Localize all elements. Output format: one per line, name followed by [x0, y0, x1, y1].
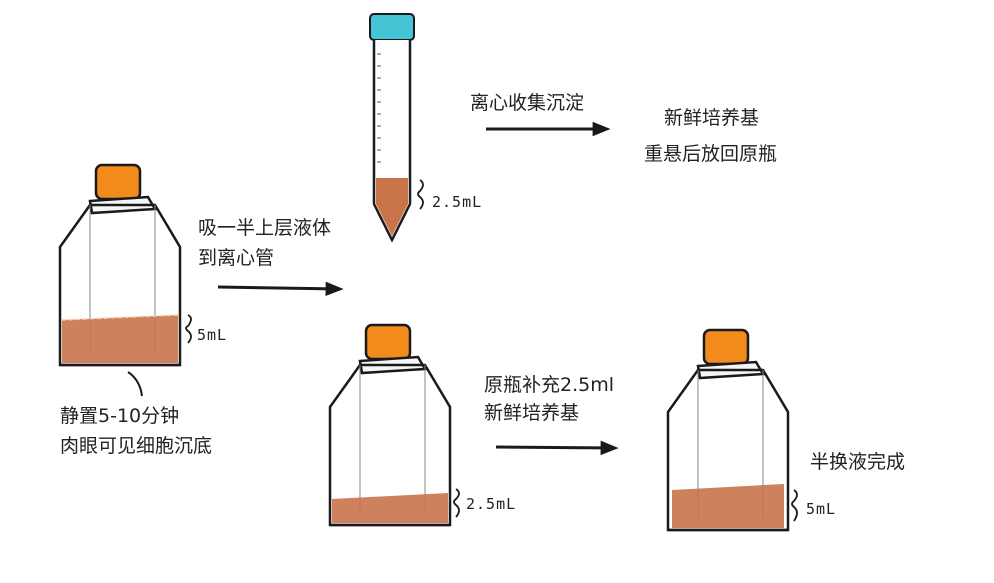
arrow-replenish [495, 440, 619, 456]
replenish-label-line2: 新鲜培养基 [484, 402, 580, 424]
volume-flask-initial: 5mL [197, 326, 228, 344]
flask-cap [94, 163, 142, 201]
volume-tube: 2.5mL [432, 193, 483, 211]
tube-cap [369, 13, 415, 41]
flask-initial [58, 163, 192, 367]
medium [332, 493, 448, 523]
centrifuge-tube [369, 13, 424, 243]
settle-label-line1: 静置5-10分钟 [60, 405, 180, 427]
tube-sediment [376, 178, 408, 236]
medium [62, 315, 178, 363]
aspirate-label-line1: 吸一半上层液体 [198, 217, 332, 239]
resuspend-label-line1: 新鲜培养基 [664, 107, 760, 129]
flask-cap [364, 323, 412, 361]
volume-flask-final: 5mL [806, 500, 837, 518]
settle-label-line2: 肉眼可见细胞沉底 [60, 435, 213, 457]
settle-pointer [127, 371, 143, 397]
flask-half [328, 323, 460, 527]
flask-final [666, 328, 798, 532]
arrow-aspirate [217, 281, 344, 296]
centrifuge-label: 离心收集沉淀 [470, 92, 585, 114]
resuspend-label-line2: 重悬后放回原瓶 [644, 143, 778, 165]
volume-flask-half: 2.5mL [466, 495, 517, 513]
done-label: 半换液完成 [810, 451, 906, 473]
medium [672, 484, 784, 528]
aspirate-label-line2: 到离心管 [198, 247, 275, 269]
replenish-label-line1: 原瓶补充2.5ml [484, 374, 615, 396]
flask-cap [702, 328, 750, 366]
